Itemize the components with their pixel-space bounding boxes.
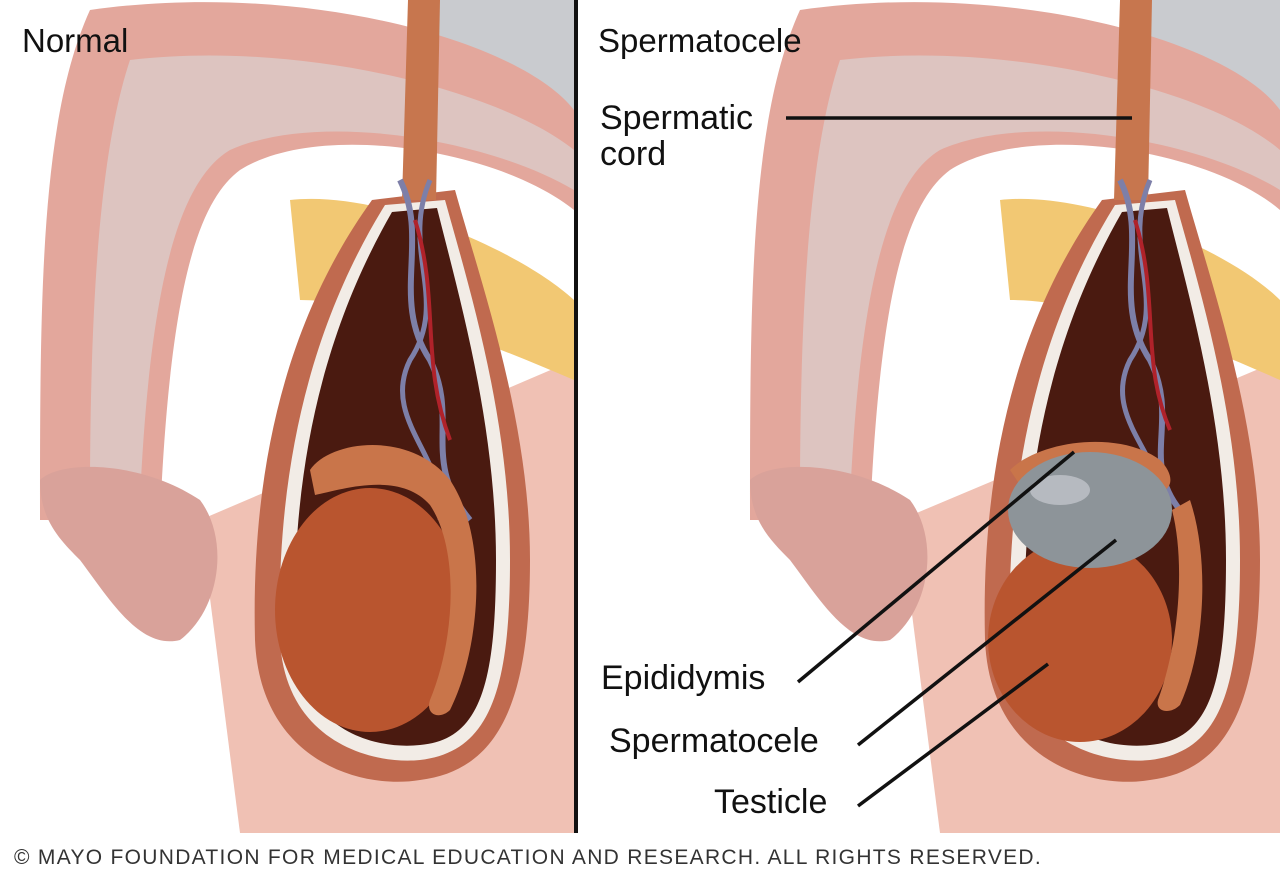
spermatocele-anatomy-illustration <box>750 0 1280 833</box>
cyst-highlight <box>1030 475 1090 505</box>
label-spermatocele: Spermatocele <box>609 722 819 760</box>
pampiniform-veins <box>397 178 473 522</box>
leader-epididymis <box>796 450 1076 684</box>
label-spermatic-cord: Spermatic cord <box>600 99 754 174</box>
body-wall-inner <box>90 55 574 500</box>
label-epididymis: Epididymis <box>601 659 766 697</box>
testicular-artery <box>1133 219 1172 431</box>
copyright-notice: © MAYO FOUNDATION FOR MEDICAL EDUCATION … <box>14 846 1043 869</box>
glans <box>40 466 218 642</box>
spermatic-cord-right <box>1114 0 1152 200</box>
epididymis-tail <box>1157 500 1203 712</box>
testicle-spermatocele <box>988 538 1172 742</box>
testicle-normal <box>275 488 465 732</box>
spermatic-cord-left <box>402 0 440 200</box>
testicular-artery <box>413 219 452 441</box>
panel-normal: Normal <box>0 0 574 833</box>
body-wall-inner <box>800 55 1280 500</box>
glans <box>750 466 928 642</box>
leader-testicle <box>856 662 1050 808</box>
normal-anatomy-illustration <box>40 0 574 833</box>
label-testicle: Testicle <box>714 783 828 821</box>
leader-spermatocele <box>856 538 1118 747</box>
panel-title-normal: Normal <box>22 22 129 59</box>
epididymis-normal <box>310 445 477 716</box>
panel-divider <box>574 0 578 833</box>
panel-spermatocele: Spermatocele <box>580 0 1280 833</box>
panel-title-spermatocele: Spermatocele <box>598 22 802 59</box>
